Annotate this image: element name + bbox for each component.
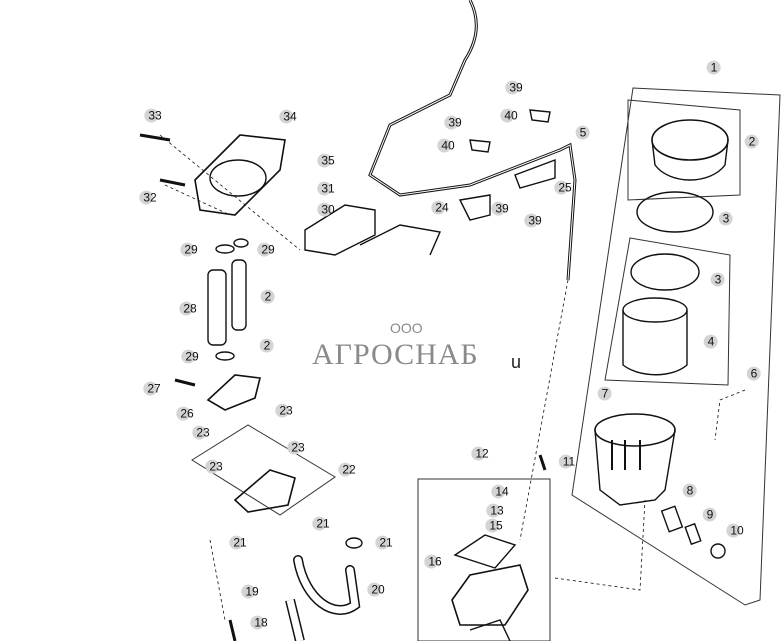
callout: 14: [491, 484, 509, 499]
callout: 33: [144, 108, 162, 123]
callout: 29: [181, 349, 199, 364]
callout: 12: [471, 446, 489, 461]
pipe-28b: [231, 259, 247, 331]
callout: 2: [259, 338, 274, 353]
callout: 23: [275, 403, 293, 418]
callout: 29: [180, 242, 198, 257]
callout: 40: [437, 138, 455, 153]
o-ring-3b: [630, 253, 700, 291]
o-ring-3a: [636, 191, 714, 233]
watermark-panel: [272, 262, 532, 382]
bracket-24: [458, 194, 491, 221]
callout: 21: [312, 516, 330, 531]
callout: 8: [682, 483, 697, 498]
flange-22: [233, 469, 296, 513]
callout: 6: [746, 366, 761, 381]
flange-26: [206, 374, 261, 411]
callout: 32: [139, 190, 157, 205]
box-2: [627, 99, 741, 201]
callout: 20: [367, 582, 385, 597]
bracket-40b: [469, 139, 491, 153]
bracket-40a: [529, 109, 551, 123]
callout: 4: [703, 334, 718, 349]
callout: 23: [205, 459, 223, 474]
callout: 22: [338, 462, 356, 477]
callout: 34: [279, 109, 297, 124]
box-22: [191, 424, 336, 516]
callout: 23: [287, 440, 305, 455]
gasket: [304, 204, 376, 256]
callout: 3: [710, 272, 725, 287]
callout: 3: [718, 211, 733, 226]
callout: 7: [597, 386, 612, 401]
gasket-16: [453, 534, 517, 569]
callout: 21: [375, 535, 393, 550]
callout: 28: [179, 301, 197, 316]
watermark-logo-text: АГРОСНАБ: [312, 338, 479, 371]
callout: 39: [524, 213, 542, 228]
callout: 9: [702, 507, 717, 522]
callout: 18: [250, 615, 268, 630]
callout: 15: [485, 518, 503, 533]
bracket-25: [514, 158, 556, 189]
callout: 2: [260, 289, 275, 304]
callout: 13: [486, 503, 504, 518]
filter-element: [622, 310, 688, 376]
callout: 11: [558, 454, 575, 469]
callout: 10: [726, 523, 744, 538]
filter-cap: [651, 119, 729, 161]
callout: 39: [444, 115, 462, 130]
box-3-4: [604, 237, 731, 386]
callout: 30: [317, 202, 335, 217]
callout: 23: [192, 425, 210, 440]
cover-plate: [194, 134, 286, 216]
callout: 39: [491, 201, 509, 216]
callout: 29: [257, 242, 275, 257]
watermark-prefix: ООО: [390, 320, 423, 336]
callout: 24: [431, 200, 449, 215]
callout: 35: [317, 153, 335, 168]
callout: 26: [176, 406, 194, 421]
stray-letter: u: [511, 352, 522, 372]
box-1: [571, 87, 781, 606]
filter-head: [451, 564, 529, 626]
filter-housing: [594, 429, 676, 506]
callout: 27: [143, 381, 161, 396]
callout: 19: [241, 584, 259, 599]
callout: 39: [505, 80, 523, 95]
callout: 25: [554, 180, 572, 195]
callout: 5: [575, 125, 590, 140]
callout: 21: [229, 535, 247, 550]
box-12: [417, 478, 551, 641]
callout: 2: [744, 134, 759, 149]
pipe-28a: [207, 269, 227, 346]
callout: 1: [706, 60, 721, 75]
callout: 40: [500, 108, 518, 123]
callout: 16: [424, 554, 442, 569]
callout: 31: [317, 181, 335, 196]
